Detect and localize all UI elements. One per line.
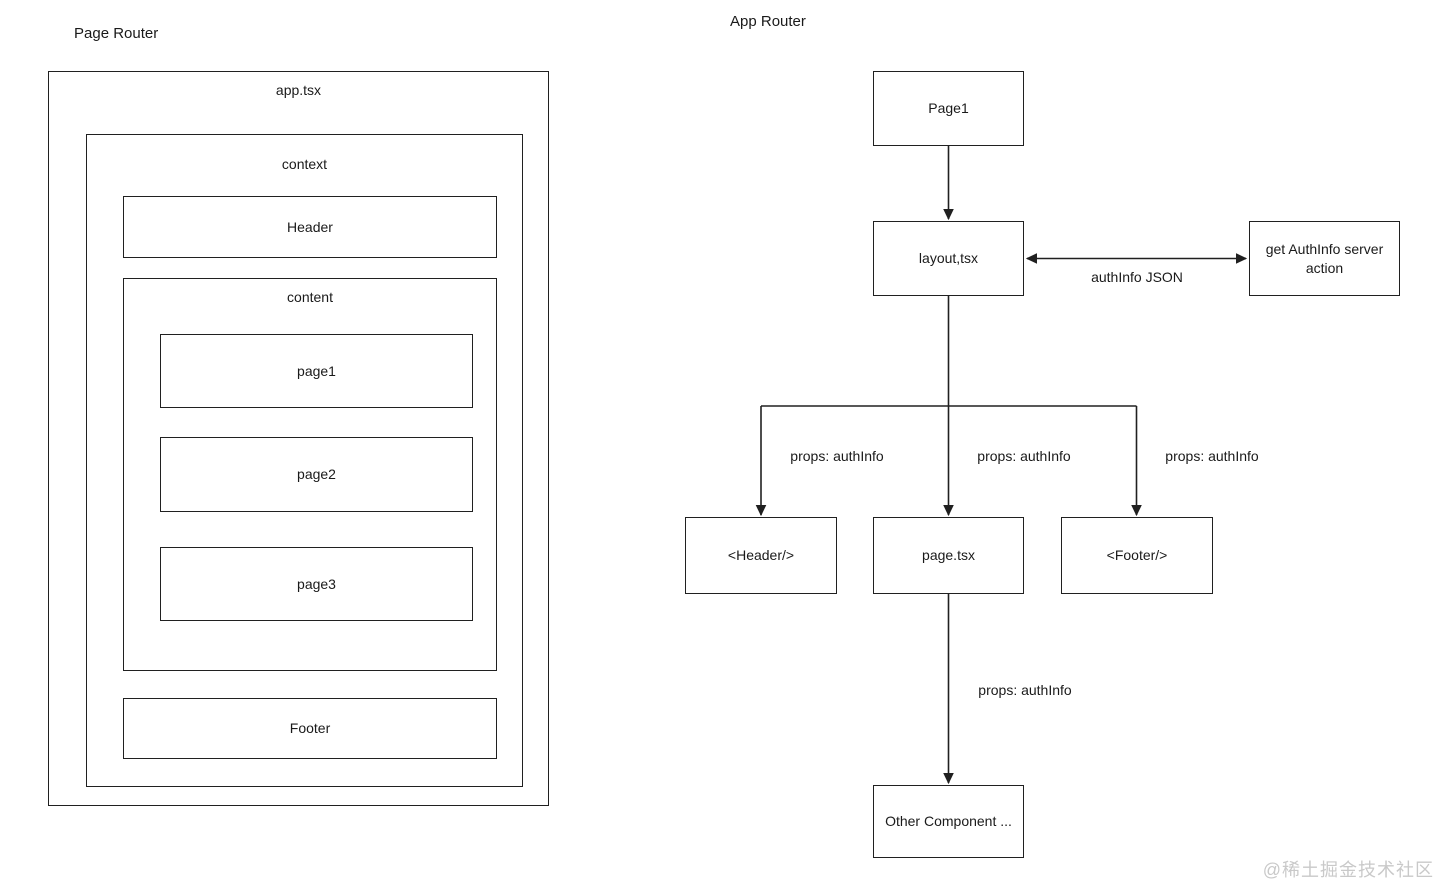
app-router-title: App Router — [730, 13, 806, 30]
app-tsx-label: app.tsx — [275, 82, 322, 98]
content-frame: content — [123, 278, 497, 671]
context-label: context — [281, 156, 328, 172]
content-label: content — [287, 289, 333, 305]
edge-label-authinfo-json: authInfo JSON — [1091, 269, 1183, 285]
page1-box: page1 — [160, 334, 473, 408]
page1-node: Page1 — [873, 71, 1024, 146]
context-frame: context — [86, 134, 523, 787]
edge-label-props-page: props: authInfo — [977, 448, 1071, 464]
edge-label-props-other: props: authInfo — [978, 682, 1072, 698]
footer-component-node: <Footer/> — [1061, 517, 1213, 594]
other-component-node: Other Component ... — [873, 785, 1024, 858]
page-tsx-node: page.tsx — [873, 517, 1024, 594]
watermark: @稀土掘金技术社区 — [1262, 860, 1434, 880]
edge-label-props-header: props: authInfo — [790, 448, 884, 464]
header-box: Header — [123, 196, 497, 258]
page2-box: page2 — [160, 437, 473, 512]
footer-box: Footer — [123, 698, 497, 759]
page-router-title: Page Router — [74, 25, 159, 42]
header-component-node: <Header/> — [685, 517, 837, 594]
get-authinfo-node: get AuthInfo server action — [1249, 221, 1400, 296]
app-tsx-frame: app.tsx — [48, 71, 549, 806]
layout-tsx-node: layout,tsx — [873, 221, 1024, 296]
edge-label-props-footer: props: authInfo — [1165, 448, 1259, 464]
page3-box: page3 — [160, 547, 473, 621]
